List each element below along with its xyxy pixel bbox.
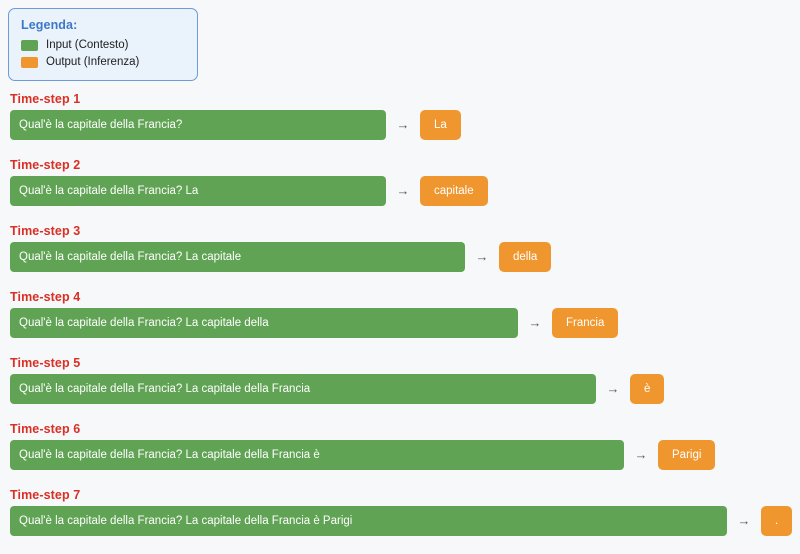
arrow-icon: →	[396, 117, 410, 132]
legend-item-label: Output (Inferenza)	[46, 56, 140, 68]
context-bar: Qual'è la capitale della Francia? La cap…	[10, 308, 518, 338]
context-bar: Qual'è la capitale della Francia? La	[10, 176, 386, 206]
timestep-block: Time-step 5 Qual'è la capitale della Fran…	[0, 356, 800, 422]
timestep-block: Time-step 3 Qual'è la capitale della Fran…	[0, 224, 800, 290]
timestep-title: Time-step 3	[10, 224, 81, 238]
output-token: capitale	[420, 176, 488, 206]
legend-item-label: Input (Contesto)	[46, 39, 129, 51]
timestep-row: Qual'è la capitale della Francia? La cap…	[10, 374, 665, 404]
input-swatch	[21, 39, 38, 51]
output-token: La	[420, 110, 461, 140]
timestep-row: Qual'è la capitale della Francia? La cap…	[10, 440, 716, 470]
output-token: .	[761, 506, 793, 536]
arrow-icon: →	[475, 249, 489, 264]
output-token: Parigi	[658, 440, 716, 470]
context-bar: Qual'è la capitale della Francia? La cap…	[10, 440, 624, 470]
timestep-row: Qual'è la capitale della Francia? La cap…	[10, 308, 619, 338]
timestep-row: Qual'è la capitale della Francia? La cap…	[10, 506, 793, 536]
arrow-icon: →	[606, 381, 620, 396]
output-token: della	[499, 242, 552, 272]
timestep-title: Time-step 4	[10, 290, 81, 304]
legend-box: Legenda: Input (Contesto) Output (Inferen…	[8, 8, 198, 81]
legend-title: Legenda:	[21, 18, 78, 32]
legend-items: Input (Contesto) Output (Inferenza)	[21, 38, 185, 69]
timestep-block: Time-step 4 Qual'è la capitale della Fran…	[0, 290, 800, 356]
timestep-title: Time-step 7	[10, 488, 81, 502]
arrow-icon: →	[528, 315, 542, 330]
timestep-block: Time-step 7 Qual'è la capitale della Fran…	[0, 488, 800, 554]
output-token: Francia	[552, 308, 619, 338]
timestep-row: Qual'è la capitale della Francia? → La	[10, 110, 461, 140]
timestep-title: Time-step 5	[10, 356, 81, 370]
legend-item: Input (Contesto)	[21, 38, 185, 52]
context-bar: Qual'è la capitale della Francia? La cap…	[10, 374, 596, 404]
context-bar: Qual'è la capitale della Francia? La cap…	[10, 242, 465, 272]
output-swatch	[21, 56, 38, 68]
timestep-block: Time-step 6 Qual'è la capitale della Fran…	[0, 422, 800, 488]
output-token: è	[630, 374, 665, 404]
timestep-row: Qual'è la capitale della Francia? La cap…	[10, 242, 552, 272]
timestep-row: Qual'è la capitale della Francia? La → cap…	[10, 176, 488, 206]
arrow-icon: →	[634, 447, 648, 462]
timestep-block: Time-step 1 Qual'è la capitale della Fran…	[0, 92, 800, 158]
arrow-icon: →	[396, 183, 410, 198]
context-bar: Qual'è la capitale della Francia? La cap…	[10, 506, 727, 536]
timestep-title: Time-step 2	[10, 158, 81, 172]
arrow-icon: →	[737, 513, 751, 528]
timestep-title: Time-step 1	[10, 92, 81, 106]
timestep-title: Time-step 6	[10, 422, 81, 436]
legend-item: Output (Inferenza)	[21, 55, 185, 69]
timestep-block: Time-step 2 Qual'è la capitale della Fran…	[0, 158, 800, 224]
timestep-list: Time-step 1 Qual'è la capitale della Fran…	[0, 92, 800, 554]
context-bar: Qual'è la capitale della Francia?	[10, 110, 386, 140]
